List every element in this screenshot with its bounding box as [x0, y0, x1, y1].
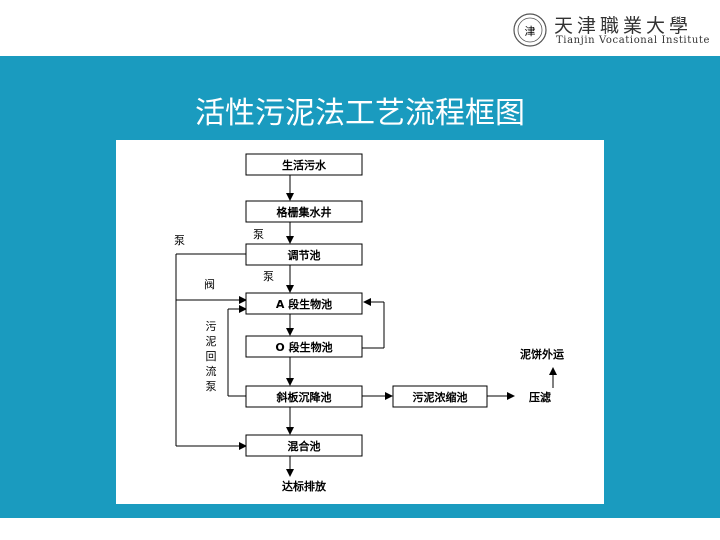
- node-domestic-sewage: 生活污水: [282, 158, 327, 172]
- node-mixing-tank: 混合池: [288, 439, 321, 453]
- box-a-stage-tank: [245, 292, 363, 315]
- label-pump-2: 泵: [263, 270, 274, 283]
- footer-strip: [0, 518, 720, 540]
- node-inclined-plate-settler: 斜板沉降池: [276, 390, 332, 404]
- node-sludge-cake-out: 泥饼外运: [520, 347, 564, 361]
- label-pump-left: 泵: [174, 234, 185, 247]
- flow-connectors: [175, 175, 557, 477]
- process-boxes: [245, 153, 488, 457]
- box-mixing-tank: [245, 434, 363, 457]
- box-sludge-thickener: [392, 385, 488, 408]
- box-o-stage-tank: [245, 335, 363, 358]
- node-bar-screen-well: 格栅集水井: [277, 205, 332, 219]
- slide-title: 活性污泥法工艺流程框图: [195, 96, 525, 131]
- university-name-cn: 天津職業大學: [554, 15, 693, 37]
- box-bar-screen-well: [245, 200, 363, 223]
- label-pump-1: 泵: [253, 228, 264, 241]
- label-sludge-return-char: 污: [206, 320, 217, 333]
- university-seal-icon: 津: [513, 13, 547, 47]
- label-valve: 阀: [204, 277, 215, 291]
- diagram-panel: 生活污水 格栅集水井 调节池 A 段生物池 O 段生物池 斜板沉降池 混合池 污…: [116, 140, 604, 504]
- label-sludge-return-char: 泥: [206, 335, 217, 348]
- node-filter-press: 压滤: [529, 390, 551, 404]
- node-a-stage-tank: A 段生物池: [276, 297, 332, 311]
- label-sludge-return-char: 流: [206, 364, 217, 378]
- box-domestic-sewage: [245, 153, 363, 176]
- node-equalization-tank: 调节池: [288, 248, 321, 262]
- box-equalization-tank: [245, 243, 363, 266]
- box-inclined-plate-settler: [245, 385, 363, 408]
- node-sludge-thickener: 污泥浓缩池: [413, 390, 468, 404]
- label-sludge-return-pump: 污 泥 回 流 泵: [206, 320, 217, 393]
- node-discharge: 达标排放: [282, 479, 327, 493]
- university-name-en: Tianjin Vocational Institute: [556, 35, 711, 46]
- node-o-stage-tank: O 段生物池: [275, 340, 332, 354]
- label-sludge-return-char: 回: [206, 350, 217, 363]
- seal-text: 津: [525, 25, 536, 38]
- label-sludge-return-char: 泵: [206, 380, 217, 393]
- header-bar: 津 天津職業大學 Tianjin Vocational Institute: [0, 0, 720, 56]
- process-flow-diagram: 生活污水 格栅集水井 调节池 A 段生物池 O 段生物池 斜板沉降池 混合池 污…: [174, 153, 564, 493]
